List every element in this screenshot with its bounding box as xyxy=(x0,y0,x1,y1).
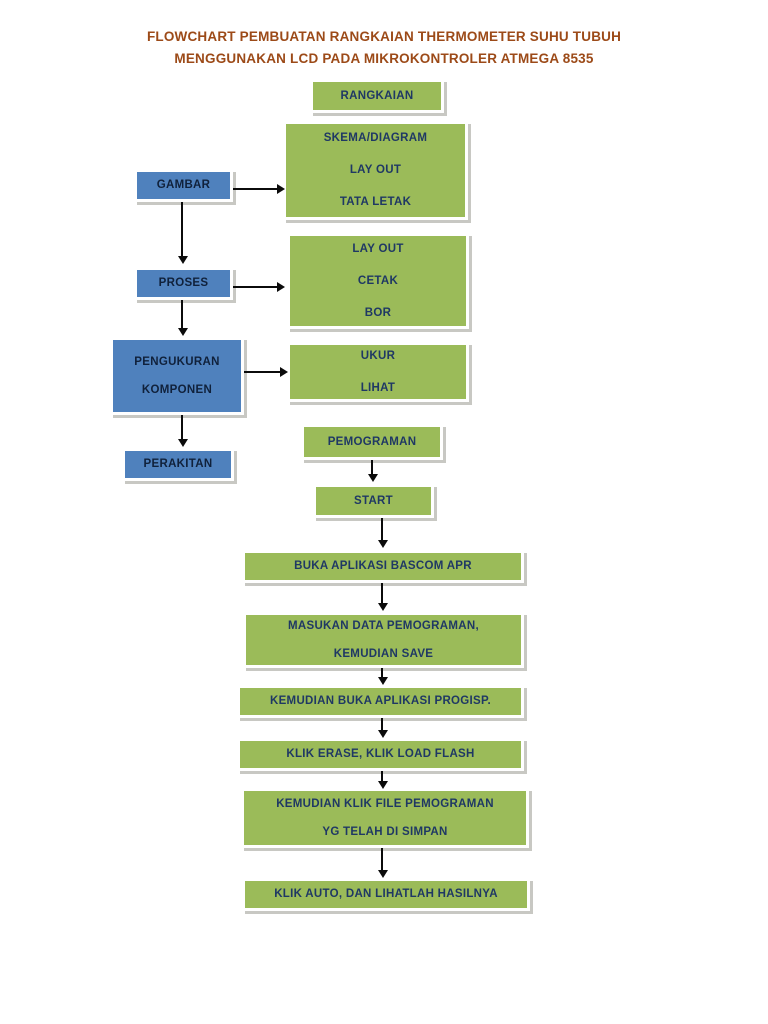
node-proses[interactable]: PROSES xyxy=(134,267,233,300)
connector-pemograman-to-start xyxy=(368,460,380,486)
connector-start-to-bascom xyxy=(378,518,390,552)
title-line-2: MENGGUNAKAN LCD PADA MIKROKONTROLER ATME… xyxy=(174,51,594,66)
node-rangkaian[interactable]: RANGKAIAN xyxy=(310,79,444,113)
connector-pengukuran-to-perakitan xyxy=(178,415,190,451)
node-skema-line-3: TATA LETAK xyxy=(339,196,412,208)
connector-masukan-to-progisp xyxy=(378,668,390,688)
node-klik-auto-label: KLIK AUTO, DAN LIHATLAH HASILNYA xyxy=(274,888,498,900)
node-layout-cetak-bor[interactable]: LAY OUT CETAK BOR xyxy=(287,233,469,329)
connector-progisp-to-erase xyxy=(378,718,390,742)
node-buka-progisp[interactable]: KEMUDIAN BUKA APLIKASI PROGISP. xyxy=(237,685,524,718)
connector-proses-to-pengukuran xyxy=(178,300,190,340)
node-start-label: START xyxy=(354,494,393,507)
node-layout-line-1: LAY OUT xyxy=(352,242,404,255)
node-pemograman-label: PEMOGRAMAN xyxy=(327,435,417,448)
node-skema-line-1: SKEMA/DIAGRAM xyxy=(323,132,428,144)
node-perakitan[interactable]: PERAKITAN xyxy=(122,448,234,481)
node-klik-erase-label: KLIK ERASE, KLIK LOAD FLASH xyxy=(286,748,475,760)
node-buka-progisp-label: KEMUDIAN BUKA APLIKASI PROGISP. xyxy=(269,695,491,707)
node-gambar-label: GAMBAR xyxy=(156,179,211,191)
node-pengukuran-line-2: KOMPONEN xyxy=(141,383,213,396)
page-title: FLOWCHART PEMBUATAN RANGKAIAN THERMOMETE… xyxy=(0,26,768,70)
node-rangkaian-label: RANGKAIAN xyxy=(340,89,414,102)
node-layout-line-2: CETAK xyxy=(357,274,399,287)
node-pengukuran-line-1: PENGUKURAN xyxy=(134,355,220,368)
node-proses-label: PROSES xyxy=(158,277,209,289)
node-klik-file-line-2: YG TELAH DI SIMPAN xyxy=(322,825,448,838)
node-klik-file-line-1: KEMUDIAN KLIK FILE PEMOGRAMAN xyxy=(276,797,494,810)
node-buka-bascom[interactable]: BUKA APLIKASI BASCOM APR xyxy=(242,550,524,583)
node-ukur-lihat[interactable]: UKUR LIHAT xyxy=(287,342,469,402)
node-masukan-line-1: MASUKAN DATA PEMOGRAMAN, xyxy=(288,619,479,632)
node-gambar[interactable]: GAMBAR xyxy=(134,169,233,202)
node-masukan-line-2: KEMUDIAN SAVE xyxy=(333,647,434,660)
connector-bascom-to-masukan xyxy=(378,583,390,615)
node-pengukuran-komponen[interactable]: PENGUKURAN KOMPONEN xyxy=(110,337,244,415)
connector-gambar-to-proses xyxy=(178,202,190,268)
connector-proses-to-layout xyxy=(233,282,291,294)
connector-pengukuran-to-ukur xyxy=(244,367,294,379)
node-ukur-line-2: LIHAT xyxy=(360,381,396,394)
node-start[interactable]: START xyxy=(313,484,434,518)
node-skema-line-2: LAY OUT xyxy=(349,164,402,176)
node-klik-auto[interactable]: KLIK AUTO, DAN LIHATLAH HASILNYA xyxy=(242,878,530,911)
node-skema-diagram[interactable]: SKEMA/DIAGRAM LAY OUT TATA LETAK xyxy=(283,121,468,220)
connector-gambar-to-skema xyxy=(233,184,291,196)
connector-erase-to-klik-file xyxy=(378,771,390,793)
node-ukur-line-1: UKUR xyxy=(360,349,396,362)
node-pemograman[interactable]: PEMOGRAMAN xyxy=(301,424,443,460)
title-line-1: FLOWCHART PEMBUATAN RANGKAIAN THERMOMETE… xyxy=(146,29,622,44)
node-buka-bascom-label: BUKA APLIKASI BASCOM APR xyxy=(294,560,472,572)
connector-klik-file-to-auto xyxy=(378,848,390,882)
node-perakitan-label: PERAKITAN xyxy=(143,458,213,470)
node-layout-line-3: BOR xyxy=(364,306,392,319)
node-klik-file[interactable]: KEMUDIAN KLIK FILE PEMOGRAMAN YG TELAH D… xyxy=(241,788,529,848)
node-klik-erase[interactable]: KLIK ERASE, KLIK LOAD FLASH xyxy=(237,738,524,771)
node-masukan-data[interactable]: MASUKAN DATA PEMOGRAMAN, KEMUDIAN SAVE xyxy=(243,612,524,668)
